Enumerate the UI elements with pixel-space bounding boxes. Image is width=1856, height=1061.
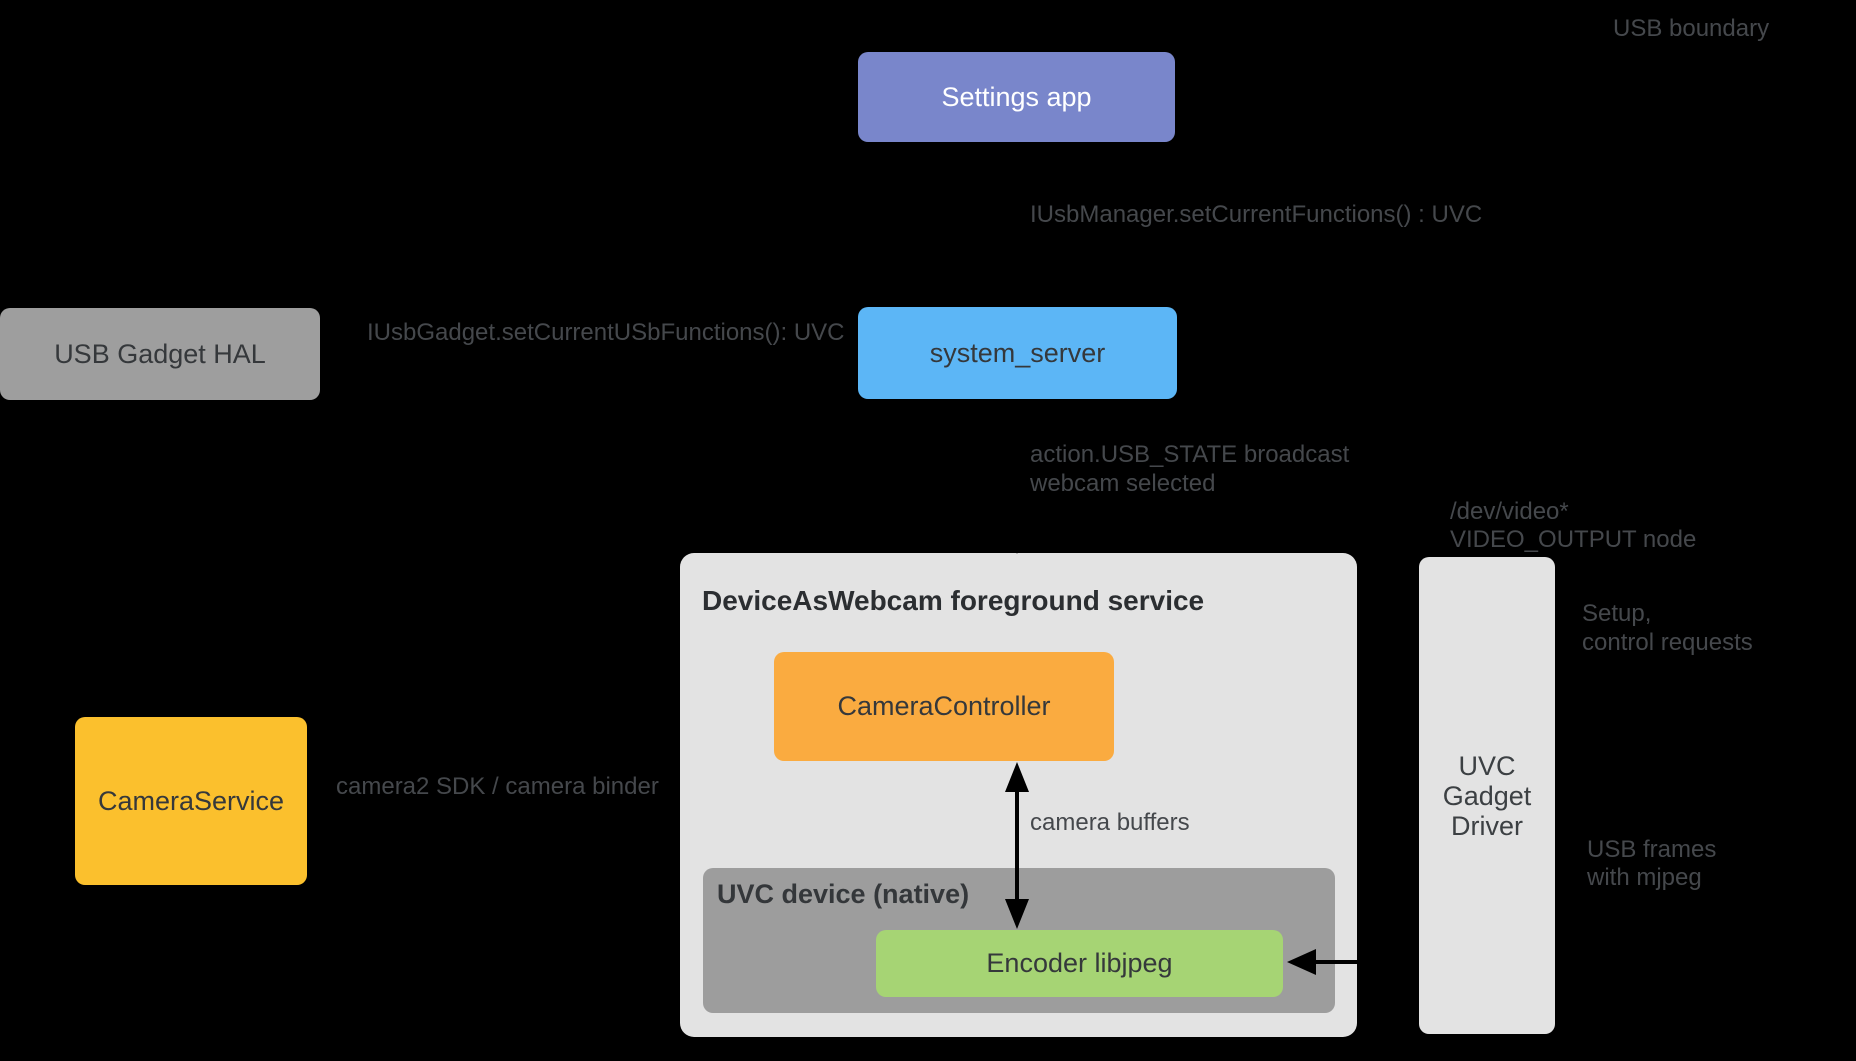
usb-frames-mjpeg-label: USB frames with mjpeg	[1587, 836, 1717, 891]
camera-controller-node: CameraController	[774, 652, 1114, 761]
arrowhead-into-daw-service	[1004, 520, 1030, 554]
setup-control-requests-label: Setup, control requests	[1582, 600, 1753, 656]
arrowhead-usb-frames-out	[1655, 892, 1686, 918]
camera-service-node: CameraService	[75, 717, 307, 885]
usb-gadget-hal-node: USB Gadget HAL	[0, 308, 320, 400]
iusbgadget-call-label: IUsbGadget.setCurrentUSbFunctions(): UVC	[367, 319, 845, 346]
arrowhead-into-systemserver	[1004, 274, 1030, 307]
camera-buffers-label: camera buffers	[1030, 809, 1190, 836]
settings-app-node: Settings app	[858, 52, 1175, 142]
arrowhead-into-controller	[1005, 762, 1029, 792]
dev-video-node-label: /dev/video* VIDEO_OUTPUT node	[1450, 498, 1697, 553]
arrowhead-into-hal	[323, 340, 357, 366]
usb-boundary-label: USB boundary	[1613, 15, 1770, 42]
camera2-sdk-binder-label: camera2 SDK / camera binder	[336, 773, 659, 800]
uvc-native-container-title: UVC device (native)	[717, 879, 970, 909]
arrowhead-into-encoder-top	[1005, 899, 1029, 929]
arrowhead-into-cameraservice	[310, 788, 344, 814]
encoder-libjpeg-node: Encoder libjpeg	[876, 930, 1283, 997]
uvc-gadget-driver-node: UVC Gadget Driver	[1419, 557, 1555, 1034]
usb-state-broadcast-label: action.USB_STATE broadcast webcam select…	[1030, 441, 1350, 497]
system-server-node: system_server	[858, 307, 1177, 399]
arrowhead-into-encoder-right	[1287, 949, 1316, 975]
iusbmanager-call-label: IUsbManager.setCurrentFunctions() : UVC	[1030, 201, 1483, 228]
arrowhead-into-driver	[1558, 613, 1589, 639]
daw-container-title: DeviceAsWebcam foreground service	[702, 585, 1205, 616]
